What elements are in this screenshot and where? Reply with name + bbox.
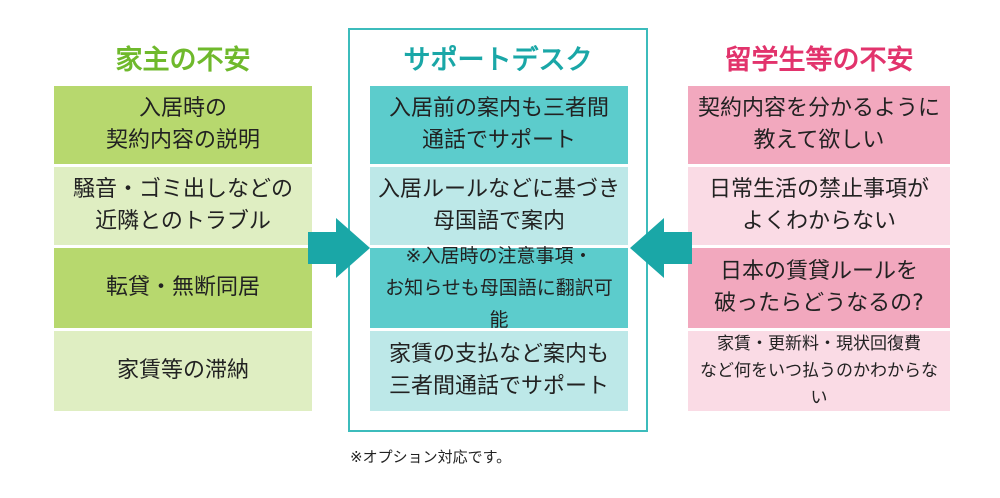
support-item-label: 入居前の案内も三者間 通話でサポート <box>388 96 609 153</box>
support-item-label: 入居ルールなどに基づき 母国語で案内 <box>377 177 620 234</box>
right-arrow-icon <box>308 218 370 278</box>
landlord-item-label: 騒音・ゴミ出しなどの 近隣とのトラブル <box>72 177 293 234</box>
student-item-payments: 家賃・更新料・現状回復費 など何をいつ払うのかわからない <box>688 331 950 411</box>
support-item-pre-move-in: 入居前の案内も三者間 通話でサポート <box>370 86 628 164</box>
student-item-prohibitions: 日常生活の禁止事項が よくわからない <box>688 167 950 245</box>
landlord-item-sublet: 転貸・無断同居 <box>54 248 312 328</box>
student-item-label: 日本の賃貸ルールを 破ったらどうなるの? <box>714 259 924 316</box>
support-item-translation: ※入居時の注意事項・ お知らせも母国語に翻訳可能 <box>370 245 628 331</box>
landlord-item-label: 入居時の 契約内容の説明 <box>105 96 260 153</box>
footnote: ※オプション対応です。 <box>350 448 512 466</box>
student-item-rules: 日本の賃貸ルールを 破ったらどうなるの? <box>688 248 950 328</box>
support-heading: サポートデスク <box>403 45 593 76</box>
landlord-heading: 家主の不安 <box>115 45 251 76</box>
support-item-native-language: 入居ルールなどに基づき 母国語で案内 <box>370 167 628 245</box>
student-item-label: 契約内容を分かるように 教えて欲しい <box>697 96 940 153</box>
left-arrow-icon <box>630 218 692 278</box>
landlord-item-contract: 入居時の 契約内容の説明 <box>54 86 312 164</box>
support-item-rent-payment: 家賃の支払など案内も 三者間通話でサポート <box>370 331 628 411</box>
student-item-label: 家賃・更新料・現状回復費 など何をいつ払うのかわからない <box>700 333 938 408</box>
support-item-label: 家賃の支払など案内も 三者間通話でサポート <box>388 342 609 399</box>
support-item-label: ※入居時の注意事項・ お知らせも母国語に翻訳可能 <box>385 245 613 331</box>
student-item-contract: 契約内容を分かるように 教えて欲しい <box>688 86 950 164</box>
landlord-item-rent-arrears: 家賃等の滞納 <box>54 331 312 411</box>
student-item-label: 日常生活の禁止事項が よくわからない <box>708 177 929 234</box>
landlord-item-label: 家賃等の滞納 <box>116 358 249 383</box>
landlord-item-neighbors: 騒音・ゴミ出しなどの 近隣とのトラブル <box>54 167 312 245</box>
landlord-item-label: 転貸・無断同居 <box>105 275 260 300</box>
student-heading: 留学生等の不安 <box>724 45 914 76</box>
